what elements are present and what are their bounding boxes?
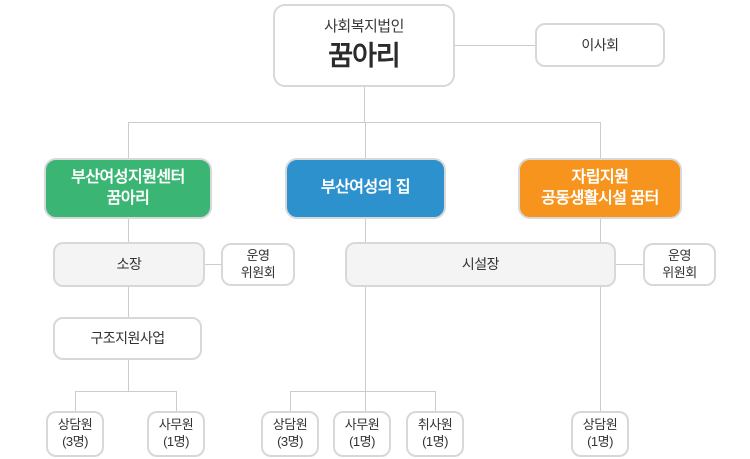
connector-line	[455, 45, 535, 46]
connector-line	[128, 122, 601, 123]
connector-line	[600, 122, 601, 158]
foundation-title: 꿈아리	[328, 40, 401, 71]
connector-line	[205, 264, 222, 265]
node-staff-counselor-left: 상담원 (3명)	[46, 411, 104, 457]
staff-role: 상담원	[582, 417, 618, 433]
node-operating-committee-left: 운영 위원회	[221, 243, 295, 286]
node-director: 소장	[53, 242, 205, 287]
director-label: 소장	[116, 256, 142, 273]
staff-count: (3명)	[277, 434, 303, 449]
connector-line	[128, 360, 129, 391]
program-label: 구조지원사업	[90, 330, 165, 347]
staff-role: 사무원	[344, 417, 380, 433]
staff-count: (3명)	[62, 434, 88, 449]
node-foundation-root: 사회복지법인 꿈아리	[273, 4, 455, 87]
connector-line	[616, 264, 643, 265]
committee-label-line1: 운영	[668, 247, 691, 263]
connector-line	[128, 287, 129, 317]
node-rescue-support-program: 구조지원사업	[53, 317, 202, 360]
staff-count: (1명)	[422, 434, 448, 449]
node-staff-counselor-middle: 상담원 (3명)	[261, 411, 319, 457]
connector-line	[600, 218, 601, 242]
connector-line	[365, 391, 366, 411]
connector-line	[435, 391, 436, 411]
staff-role: 취사원	[417, 417, 453, 433]
connector-line	[128, 218, 129, 242]
node-division-group-home: 자립지원 공동생활시설 꿈터	[518, 158, 682, 219]
staff-role: 상담원	[57, 417, 93, 433]
division-label-line2: 공동생활시설 꿈터	[541, 189, 659, 207]
staff-count: (1명)	[163, 434, 189, 449]
node-division-women-support-center: 부산여성지원센터 꿈아리	[44, 158, 212, 219]
committee-label-line2: 위원회	[662, 264, 697, 280]
staff-count: (1명)	[587, 434, 613, 449]
connector-line	[128, 122, 129, 158]
facility-head-label: 시설장	[461, 256, 500, 273]
staff-role: 상담원	[272, 417, 308, 433]
node-facility-head: 시설장	[345, 242, 616, 287]
division-label-line1: 자립지원	[571, 168, 629, 186]
division-label-line1: 부산여성지원센터	[71, 168, 185, 186]
connector-line	[75, 391, 76, 411]
connector-line	[364, 87, 365, 122]
node-staff-counselor-right: 상담원 (1명)	[571, 411, 629, 457]
node-staff-clerk-left: 사무원 (1명)	[147, 411, 205, 457]
node-board: 이사회	[535, 23, 665, 67]
connector-line	[176, 391, 177, 411]
staff-count: (1명)	[349, 434, 375, 449]
staff-role: 사무원	[158, 417, 194, 433]
connector-line	[290, 391, 436, 392]
board-label: 이사회	[581, 36, 619, 53]
node-division-women-house: 부산여성의 집	[285, 158, 446, 219]
connector-line	[75, 391, 177, 392]
connector-line	[600, 287, 601, 411]
connector-line	[290, 391, 291, 411]
foundation-subtitle: 사회복지법인	[324, 18, 404, 36]
division-label-line1: 부산여성의 집	[320, 179, 411, 197]
committee-label-line1: 운영	[246, 247, 270, 263]
committee-label-line2: 위원회	[240, 264, 276, 280]
node-operating-committee-right: 운영 위원회	[643, 243, 716, 286]
connector-line	[365, 218, 366, 242]
connector-line	[365, 287, 366, 391]
node-staff-clerk-middle: 사무원 (1명)	[333, 411, 391, 457]
division-label-line2: 꿈아리	[106, 189, 150, 207]
connector-line	[365, 122, 366, 158]
node-staff-cook-middle: 취사원 (1명)	[406, 411, 464, 457]
